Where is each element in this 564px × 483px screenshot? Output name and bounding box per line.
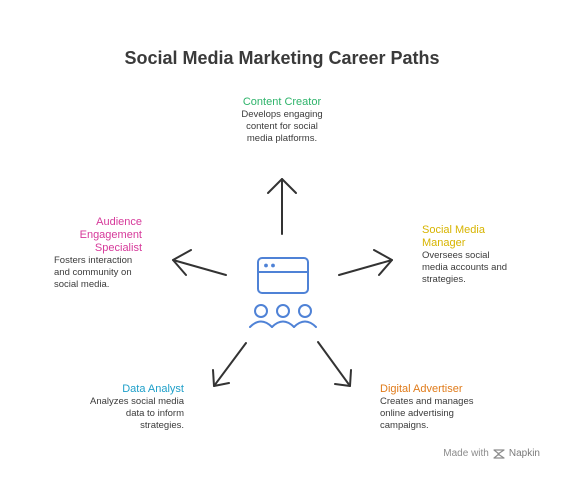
data-analyst-description: Analyzes social media data to inform str… xyxy=(90,396,184,431)
napkin-brand-label: Napkin xyxy=(508,448,540,459)
content-creator-title: Content Creator xyxy=(242,96,322,108)
team-browser-icon xyxy=(249,257,317,328)
arrow-up-content-creator xyxy=(267,178,297,235)
social-media-manager-title: Social Media Manager xyxy=(422,224,485,249)
node-content-creator: Content Creator Develops engaging conten… xyxy=(212,96,352,145)
arrow-down-left-data-analyst xyxy=(212,342,247,387)
audience-engagement-description: Fosters interaction and community on soc… xyxy=(54,255,133,290)
node-social-media-manager: Social Media Manager Oversees social med… xyxy=(422,224,552,286)
digital-advertiser-title: Digital Advertiser xyxy=(380,383,463,395)
social-media-manager-description: Oversees social media accounts and strat… xyxy=(422,250,508,285)
arrow-left-audience-engagement xyxy=(172,249,227,276)
data-analyst-title: Data Analyst xyxy=(122,383,184,395)
content-creator-description: Develops engaging content for social med… xyxy=(241,109,323,144)
napkin-logo-icon xyxy=(493,448,505,459)
made-with-label: Made with xyxy=(443,448,489,459)
node-digital-advertiser: Digital Advertiser Creates and manages o… xyxy=(380,383,520,432)
arrow-down-right-digital-advertiser xyxy=(317,341,352,387)
diagram-title: Social Media Marketing Career Paths xyxy=(124,48,440,68)
made-with-napkin-footer: Made with Napkin xyxy=(443,448,540,459)
arrow-right-social-media-manager xyxy=(338,249,393,276)
digital-advertiser-description: Creates and manages online advertising c… xyxy=(380,396,474,431)
node-data-analyst: Data Analyst Analyzes social media data … xyxy=(44,383,184,432)
audience-engagement-title: Audience Engagement Specialist xyxy=(79,216,142,254)
node-audience-engagement-specialist: Audience Engagement Specialist Fosters i… xyxy=(54,216,174,291)
